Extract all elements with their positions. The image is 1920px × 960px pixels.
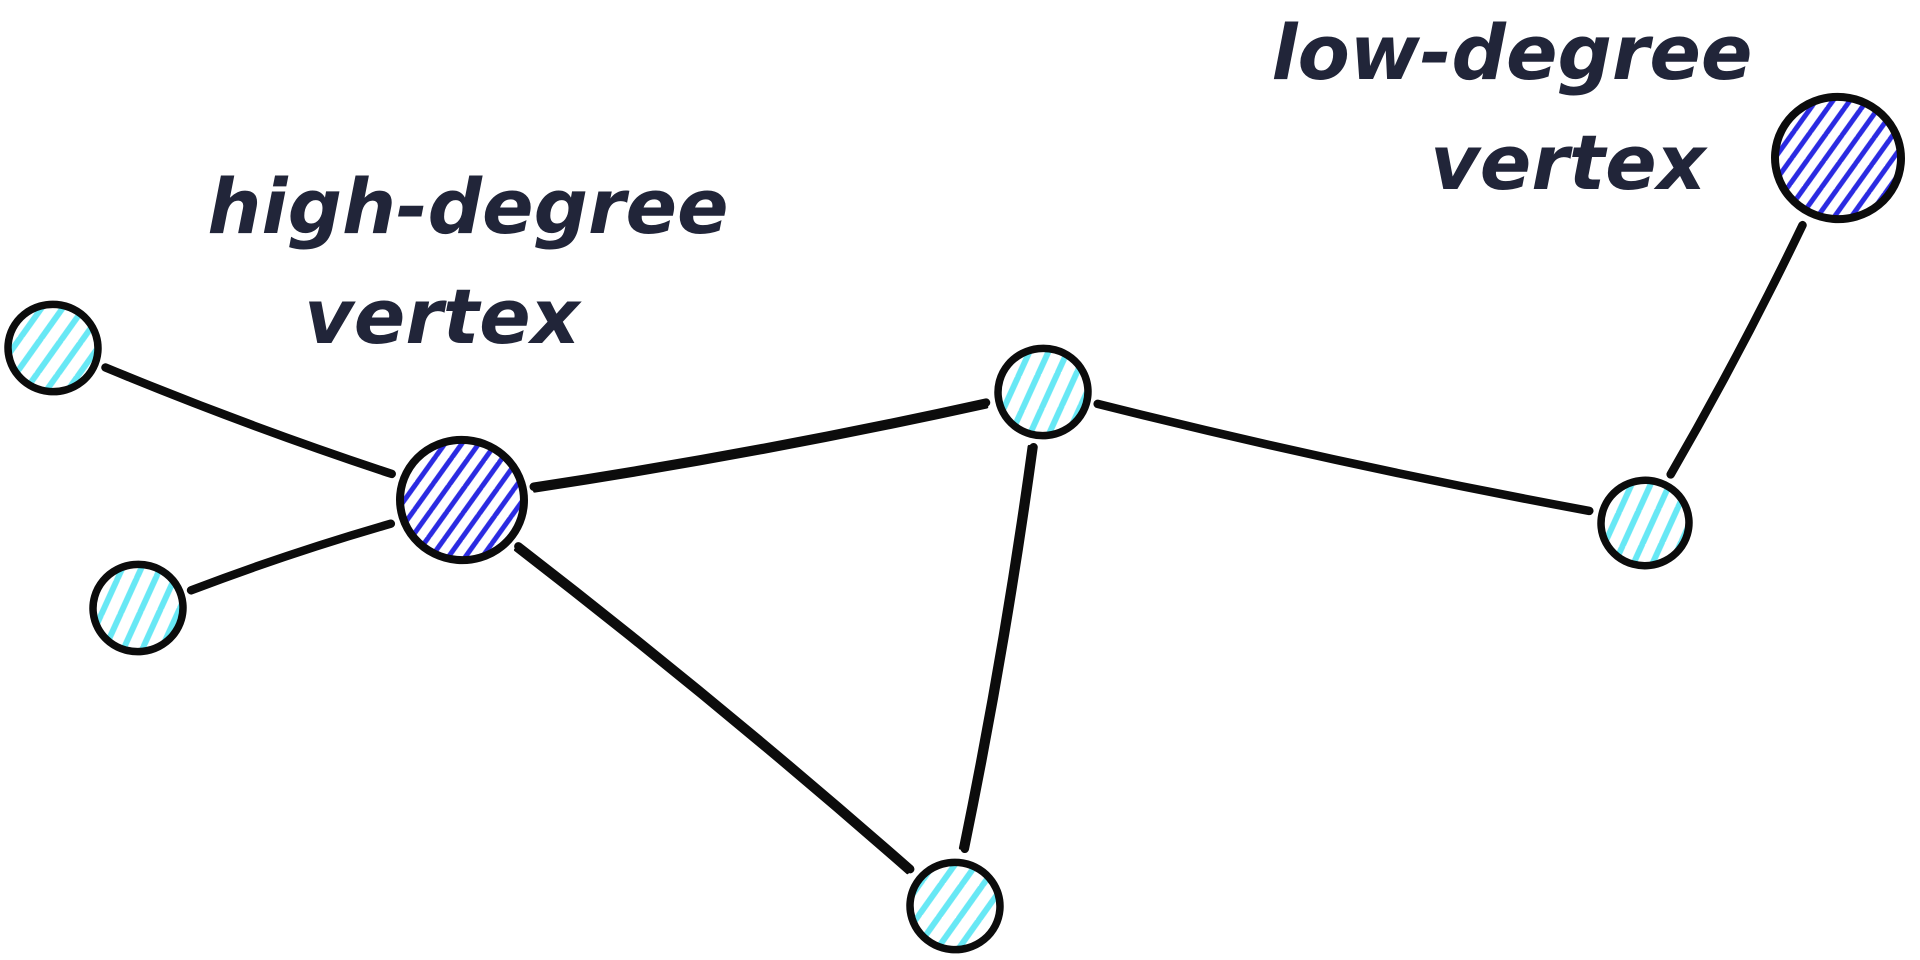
edge-overdraw-high-degree-bottom — [514, 548, 909, 875]
vertex-outline-overdraw-bottom — [908, 862, 1002, 950]
high-degree-label-line1: high-degree — [207, 162, 729, 251]
vertex-outline-overdraw-left-bottom — [91, 564, 185, 652]
vertex-bottom — [906, 858, 1004, 954]
vertex-outline-overdraw-middle — [996, 348, 1090, 436]
vertex-left-top — [4, 300, 102, 396]
vertex-outline-overdraw-low-degree — [1773, 97, 1903, 219]
low-degree-label-line2: vertex — [1430, 118, 1706, 207]
vertex-circle-middle — [994, 344, 1092, 440]
vertex-outline-overdraw-left-top — [6, 304, 100, 392]
vertex-outline-overdraw-high-degree — [398, 440, 526, 560]
edge-left-bottom-high-degree — [186, 519, 396, 595]
high-degree-label-line2: vertex — [304, 272, 580, 361]
edge-overdraw-middle-bottom — [958, 444, 1031, 850]
vertex-circle-left-bottom — [89, 560, 187, 656]
vertex-circle-high-degree — [396, 435, 528, 565]
vertex-low-degree — [1771, 92, 1905, 224]
edge-left-top-high-degree — [101, 363, 396, 479]
low-degree-vertex-label: low-degree vertex — [1272, 0, 1753, 218]
edge-middle-right — [1093, 399, 1594, 516]
vertex-right — [1597, 476, 1693, 570]
low-degree-label-line1: low-degree — [1271, 8, 1753, 97]
vertex-high-degree — [396, 435, 528, 565]
vertex-circle-right — [1597, 476, 1693, 570]
vertex-circle-bottom — [906, 858, 1004, 954]
edge-high-degree-bottom — [514, 542, 915, 874]
edge-overdraw-high-degree-middle — [533, 405, 989, 493]
high-degree-vertex-label: high-degree vertex — [207, 152, 728, 372]
edge-right-low-degree — [1666, 220, 1807, 479]
vertex-outline-overdraw-right — [1599, 480, 1691, 566]
vertex-left-bottom — [89, 560, 187, 656]
edge-high-degree-middle — [529, 398, 991, 491]
edge-middle-bottom — [960, 442, 1038, 854]
vertex-circle-left-top — [4, 300, 102, 396]
vertex-middle — [994, 344, 1092, 440]
